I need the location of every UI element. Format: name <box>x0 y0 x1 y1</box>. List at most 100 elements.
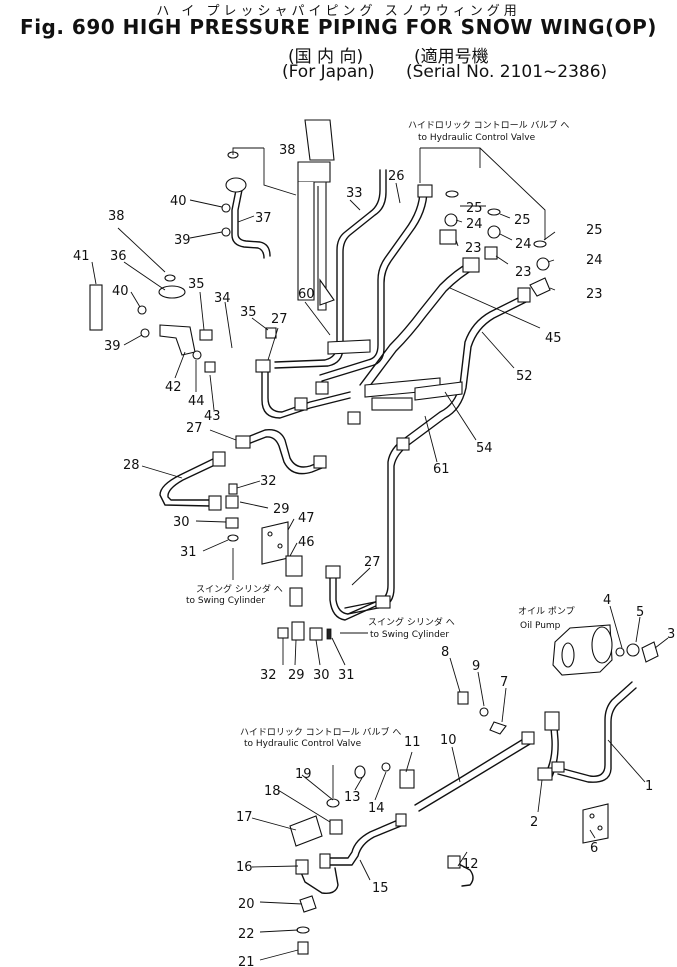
callout: 14 <box>368 801 385 816</box>
fittings-mid <box>208 381 410 641</box>
callout: 27 <box>186 421 203 436</box>
callout: 32 <box>260 474 277 489</box>
callout: 39 <box>104 339 121 354</box>
pipe-1 <box>557 681 637 783</box>
callout: 33 <box>346 186 363 201</box>
figure-title: Fig. 690 HIGH PRESSURE PIPING FOR SNOW W… <box>20 15 657 39</box>
note-hcv-top-jp: ハイドロリック コントロール バルブ へ <box>408 119 569 131</box>
pipe-10 <box>414 737 531 812</box>
callout: 30 <box>313 668 330 683</box>
note-swing-right-jp: スイング シリンダ へ <box>368 616 455 628</box>
callout: 40 <box>170 194 187 209</box>
note-swing-left-jp: スイング シリンダ へ <box>196 583 283 595</box>
pipe-27-mid <box>244 429 323 475</box>
annotation-notes: ハイドロリック コントロール バルブ へ to Hydraulic Contro… <box>186 119 575 749</box>
fittings-bottom-left <box>289 762 391 955</box>
note-hcv-bottom-en: to Hydraulic Control Valve <box>244 739 362 749</box>
callout: 10 <box>440 733 457 748</box>
callout: 34 <box>214 291 231 306</box>
callout: 28 <box>123 458 140 473</box>
callout: 61 <box>433 462 450 477</box>
callout: 47 <box>298 511 315 526</box>
callout: 38 <box>279 143 296 158</box>
callout: 29 <box>288 668 305 683</box>
callout: 7 <box>500 675 508 690</box>
bracket-60 <box>297 119 335 311</box>
callout: 23 <box>515 265 532 280</box>
callout: 29 <box>273 502 290 517</box>
callout: 39 <box>174 233 191 248</box>
callout: 18 <box>264 784 281 799</box>
note-swing-left-en: to Swing Cylinder <box>186 596 265 606</box>
callout: 25 <box>514 213 531 228</box>
callout: 27 <box>364 555 381 570</box>
callout: 4 <box>603 593 611 608</box>
callout: 23 <box>465 241 482 256</box>
callout: 44 <box>188 394 205 409</box>
callout: 45 <box>545 331 562 346</box>
region-label: (For Japan) <box>282 62 375 82</box>
callout: 22 <box>238 927 255 942</box>
callout: 6 <box>590 841 598 856</box>
pipe-lower-return <box>261 371 351 419</box>
callout: 25 <box>586 223 603 238</box>
callout: 25 <box>466 201 483 216</box>
fittings-left <box>137 151 277 373</box>
pipe-52 <box>344 295 527 615</box>
pipe-26 <box>319 189 428 382</box>
block-36 <box>158 177 247 299</box>
block-46-tee <box>285 555 305 641</box>
callout: 35 <box>240 305 257 320</box>
callout: 13 <box>344 790 361 805</box>
callout: 16 <box>236 860 253 875</box>
oil-pump <box>552 624 659 676</box>
fittings-top-right <box>417 184 551 303</box>
callout: 19 <box>295 767 312 782</box>
callout: 11 <box>404 735 421 750</box>
callout: 30 <box>173 515 190 530</box>
callout: 5 <box>636 605 644 620</box>
callout: 23 <box>586 287 603 302</box>
leader-lines <box>91 147 669 961</box>
callout: 54 <box>476 441 493 456</box>
japanese-title: ハ イ プレッシャパイピング スノウウィング用 <box>156 4 521 19</box>
pipe-37 <box>231 189 271 259</box>
pipe-33 <box>274 169 387 369</box>
note-pump-en: Oil Pump <box>520 621 561 631</box>
callout: 24 <box>515 237 532 252</box>
callout: 31 <box>180 545 197 560</box>
note-swing-right-en: to Swing Cylinder <box>370 630 449 640</box>
callout: 20 <box>238 897 255 912</box>
callout: 36 <box>110 249 127 264</box>
clamp-block-upper <box>327 339 463 411</box>
serial-label-jp: (適用号機 <box>414 47 489 67</box>
region-label-jp: (国 内 向) <box>288 47 364 67</box>
bracket-41 <box>89 284 103 331</box>
callout: 12 <box>462 857 479 872</box>
callout: 8 <box>441 645 449 660</box>
callout: 17 <box>236 810 253 825</box>
serial-range-label: (Serial No. 2101~2386) <box>406 62 608 82</box>
pipe-28 <box>159 457 218 507</box>
callout: 40 <box>112 284 129 299</box>
callout: 21 <box>238 955 255 967</box>
callout: 31 <box>338 668 355 683</box>
callout: 3 <box>667 627 675 642</box>
callout-numbers: 38 40 39 37 33 26 25 25 25 24 24 24 23 2… <box>73 143 675 967</box>
callout: 26 <box>388 169 405 184</box>
callout: 27 <box>271 312 288 327</box>
note-hcv-top-en: to Hydraulic Control Valve <box>418 133 536 143</box>
callout: 41 <box>73 249 90 264</box>
callout: 38 <box>108 209 125 224</box>
bracket-42 <box>159 324 196 356</box>
callout: 60 <box>298 287 315 302</box>
callout: 42 <box>165 380 182 395</box>
callout: 52 <box>516 369 533 384</box>
pipe-45 <box>359 261 477 392</box>
fittings-lower-mid <box>395 691 609 869</box>
callout: 37 <box>255 211 272 226</box>
callout: 32 <box>260 668 277 683</box>
callout: 24 <box>586 253 603 268</box>
callout: 24 <box>466 217 483 232</box>
